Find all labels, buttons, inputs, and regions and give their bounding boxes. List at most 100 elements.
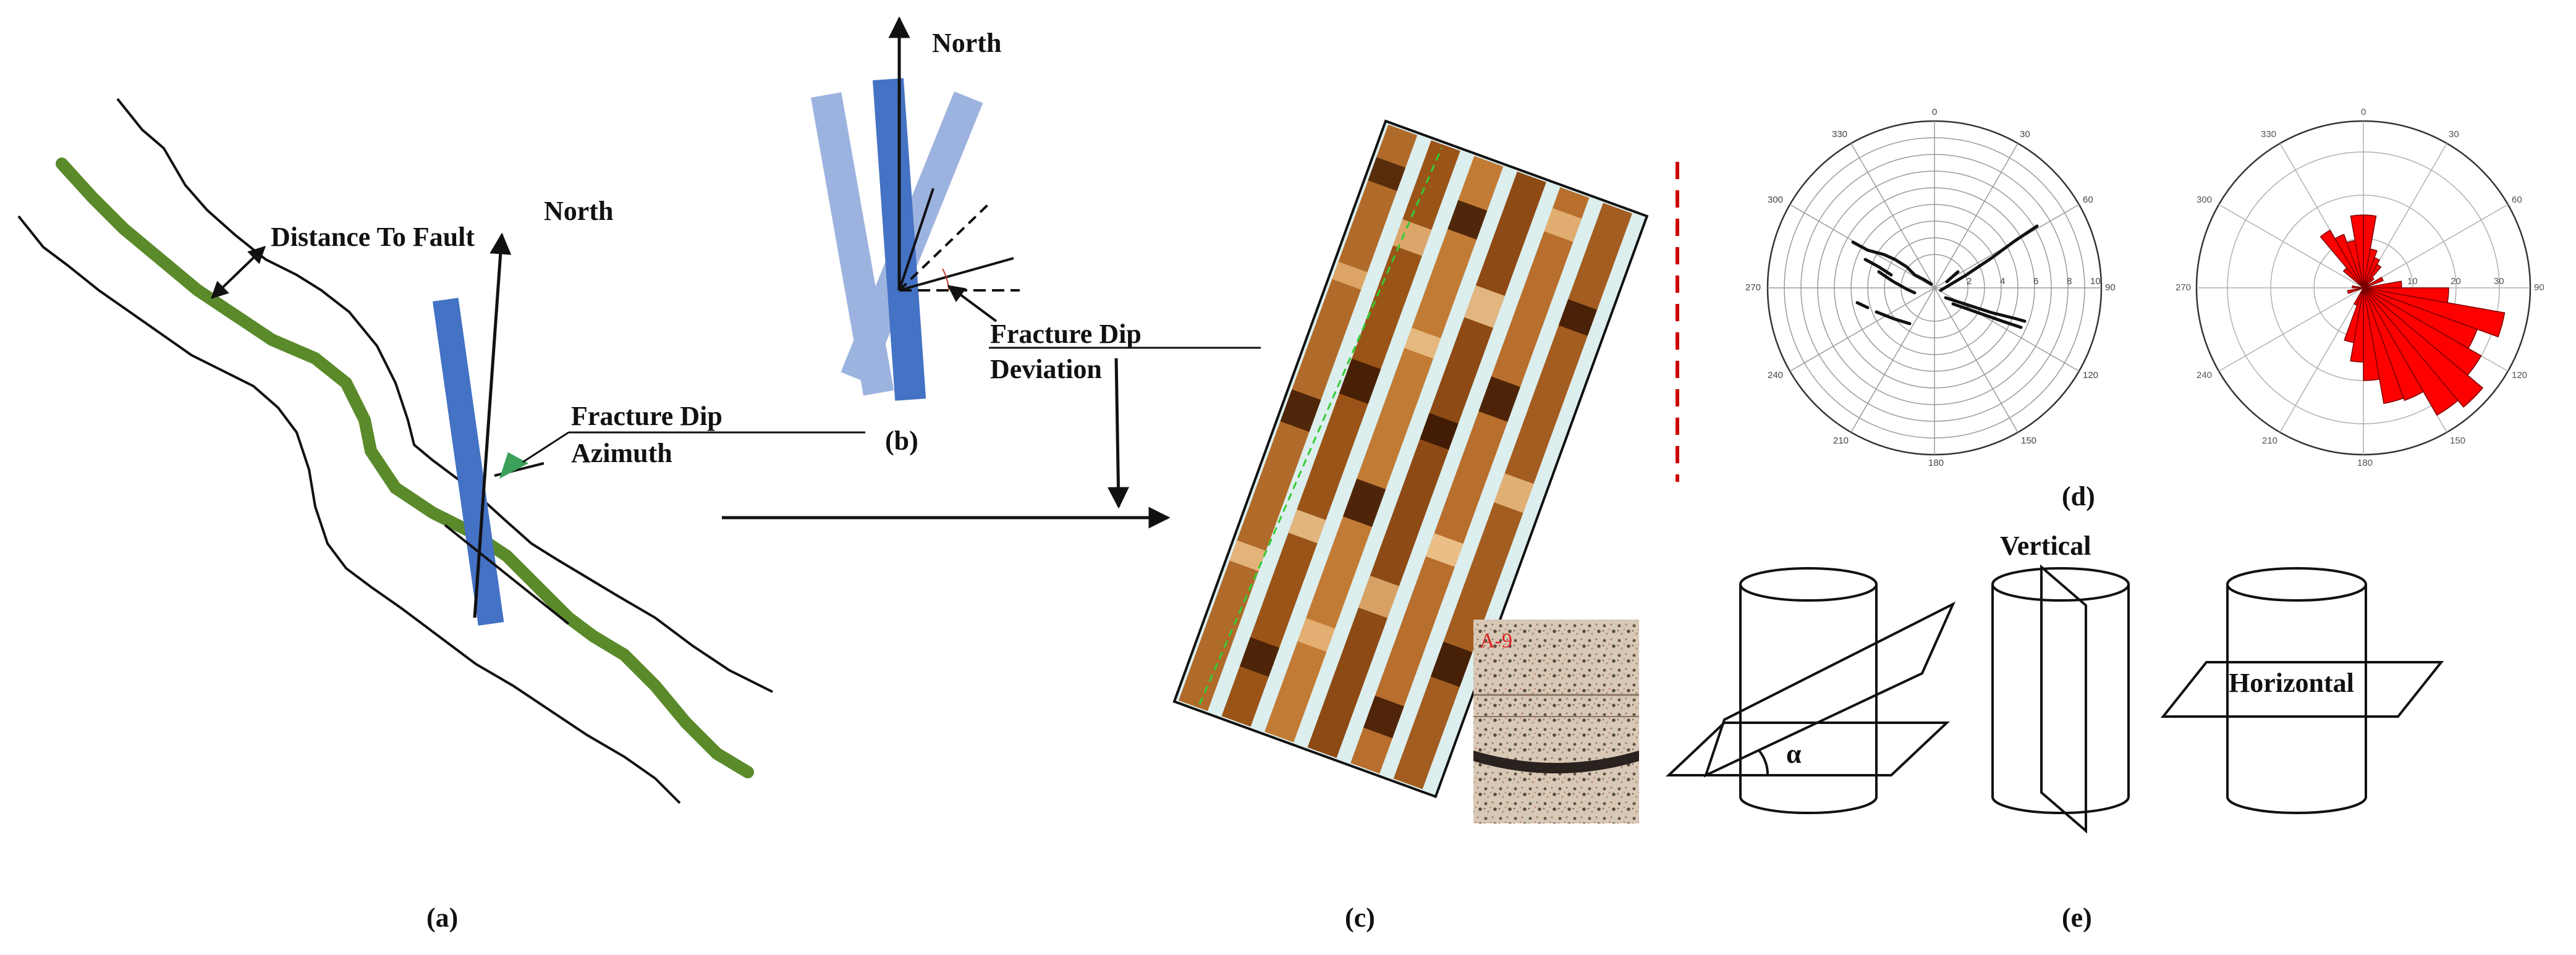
panel-label-a: (a) — [426, 902, 458, 933]
svg-text:30: 30 — [2449, 129, 2459, 140]
dip-azimuth-label-2: Azimuth — [571, 438, 672, 468]
svg-text:270: 270 — [1745, 282, 1761, 293]
horizontal-fracture-plane — [2160, 661, 2444, 718]
alpha-label: α — [1786, 739, 1802, 769]
svg-text:6: 6 — [2033, 276, 2038, 287]
callout-line — [522, 431, 569, 463]
core-sample-label: A-9 — [1480, 629, 1512, 652]
rose-petal — [2363, 287, 2506, 338]
svg-text:30: 30 — [2494, 276, 2504, 287]
north-label-a: North — [544, 196, 613, 226]
deviation-angle-arc — [942, 268, 949, 291]
rose-petal — [2347, 287, 2364, 294]
distance-arrow — [210, 246, 266, 299]
dip-azimuth-label-1: Fracture Dip — [571, 401, 722, 431]
svg-text:60: 60 — [2512, 195, 2522, 205]
panel-d-rose-diagram: 0 30 60 90 120 150 180 210 240 270 300 3… — [2176, 107, 2544, 468]
panel-e-fracture-types — [1665, 564, 2444, 834]
fracture-trace — [1198, 148, 1443, 705]
polar-data-traces — [1851, 224, 2039, 329]
cylinder-horizontal — [2160, 567, 2444, 814]
rose-angle-labels: 0 30 60 90 120 150 180 210 240 270 300 3… — [2176, 107, 2544, 468]
svg-text:2: 2 — [1967, 276, 1972, 287]
svg-text:270: 270 — [2176, 282, 2191, 293]
vertical-fracture-plane — [2040, 564, 2087, 834]
rose-petal — [2363, 287, 2425, 402]
rose-petal — [2344, 287, 2364, 343]
svg-text:60: 60 — [2083, 195, 2093, 205]
svg-text:10: 10 — [2407, 276, 2418, 287]
svg-text:30: 30 — [2020, 129, 2030, 140]
rose-radial-labels: 10 20 30 — [2407, 276, 2504, 287]
svg-text:330: 330 — [1832, 129, 1847, 140]
down-arrow — [1107, 358, 1129, 509]
deviation-pointer — [947, 285, 998, 322]
svg-text:180: 180 — [1928, 458, 1944, 468]
panel-label-b: (b) — [885, 426, 918, 456]
rose-petal — [2352, 285, 2364, 288]
fault-trace — [56, 158, 754, 778]
fracture-dashed — [898, 203, 990, 292]
deviation-label-2: Deviation — [990, 354, 1102, 384]
svg-text:90: 90 — [2105, 282, 2116, 293]
svg-text:150: 150 — [2450, 435, 2465, 446]
polar-radial-labels: 2 4 6 8 10 — [1967, 276, 2101, 287]
alpha-arc — [1758, 749, 1769, 776]
rose-petal — [2363, 287, 2484, 408]
fracture-line — [444, 524, 570, 625]
svg-text:150: 150 — [2021, 435, 2036, 446]
svg-text:210: 210 — [2262, 435, 2277, 446]
inclined-fracture-plane — [1703, 601, 1956, 778]
svg-text:120: 120 — [2512, 370, 2527, 381]
fracture-line — [899, 257, 1014, 292]
svg-text:90: 90 — [2534, 282, 2544, 293]
svg-text:0: 0 — [2361, 107, 2366, 117]
panel-label-e: (e) — [2062, 902, 2092, 933]
panel-label-c: (c) — [1345, 902, 1375, 933]
panel-a-fault-map: North Distance To Fault Fracture Dip Azi… — [17, 98, 865, 804]
rose-petals — [2320, 214, 2506, 416]
svg-text:4: 4 — [2000, 276, 2005, 287]
panel-d-polar-plot: 0 30 60 90 120 150 180 210 240 270 300 3… — [1745, 107, 2116, 468]
rose-petal — [2363, 287, 2404, 404]
svg-text:8: 8 — [2067, 276, 2072, 287]
fault-boundary-upper — [116, 98, 773, 693]
image-texture — [1229, 157, 1598, 739]
rose-petal — [2334, 233, 2364, 288]
panel-c-borehole-image: A-9 — [1172, 119, 1649, 823]
panel-b-deviation: North Fracture Dip Deviation — [811, 16, 1261, 509]
svg-text:180: 180 — [2357, 458, 2373, 468]
polar-angle-labels: 0 30 60 90 120 150 180 210 240 270 300 3… — [1745, 107, 2116, 468]
svg-text:20: 20 — [2451, 276, 2461, 287]
svg-text:330: 330 — [2261, 129, 2276, 140]
rose-petal — [2320, 229, 2364, 288]
deviation-label-1: Fracture Dip — [990, 319, 1142, 349]
panel-label-d: (d) — [2062, 481, 2095, 511]
wellbore — [433, 298, 504, 626]
rose-petal — [2363, 276, 2384, 288]
svg-text:210: 210 — [1833, 435, 1849, 446]
dip-azimuth-wedge — [499, 452, 528, 479]
horizontal-label: Horizontal — [2229, 668, 2354, 698]
rose-petal — [2363, 287, 2459, 416]
svg-text:240: 240 — [2197, 370, 2212, 381]
cylinder-inclined — [1665, 567, 1956, 814]
svg-text:10: 10 — [2090, 276, 2101, 287]
svg-text:300: 300 — [2197, 195, 2212, 205]
horizontal-reference-plane — [1665, 722, 1951, 776]
distance-to-fault-label: Distance To Fault — [271, 222, 475, 252]
fault-boundary-lower — [17, 215, 681, 804]
svg-text:240: 240 — [1768, 370, 1783, 381]
cylinder-vertical — [1991, 564, 2130, 834]
core-sample-photo — [1473, 620, 1639, 823]
north-label-b: North — [932, 28, 1001, 58]
fracture-line — [898, 188, 934, 291]
svg-text:120: 120 — [2083, 370, 2098, 381]
rose-petal — [2363, 277, 2375, 288]
svg-text:0: 0 — [1932, 107, 1937, 117]
vertical-label: Vertical — [2000, 531, 2091, 561]
rose-petal — [2363, 287, 2449, 303]
polar-grid — [1766, 120, 2103, 456]
rose-petal — [2363, 280, 2402, 288]
